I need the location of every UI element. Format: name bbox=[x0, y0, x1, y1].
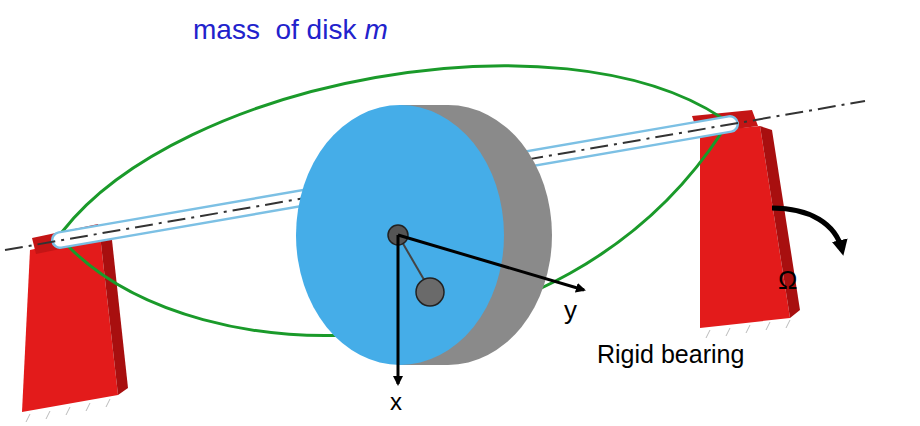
right-bearing bbox=[692, 110, 800, 338]
bearing-side bbox=[760, 126, 800, 318]
part-name: Rigid bearing bbox=[597, 340, 744, 369]
rotation-arrow bbox=[772, 208, 842, 250]
title-text: mass of disk bbox=[193, 14, 356, 46]
unbalance-mass bbox=[416, 278, 444, 306]
speed-symbol: Ω bbox=[778, 266, 797, 296]
disk bbox=[296, 105, 552, 365]
x-axis-arrow bbox=[397, 235, 400, 384]
ground-hatch bbox=[26, 399, 110, 422]
axis-label: y bbox=[564, 296, 577, 326]
mass-symbol: m bbox=[364, 14, 387, 46]
y-axis-arrow bbox=[398, 235, 584, 290]
ground-hatch bbox=[706, 320, 790, 338]
bearing-side bbox=[100, 235, 128, 395]
axis-label: x bbox=[390, 388, 402, 416]
